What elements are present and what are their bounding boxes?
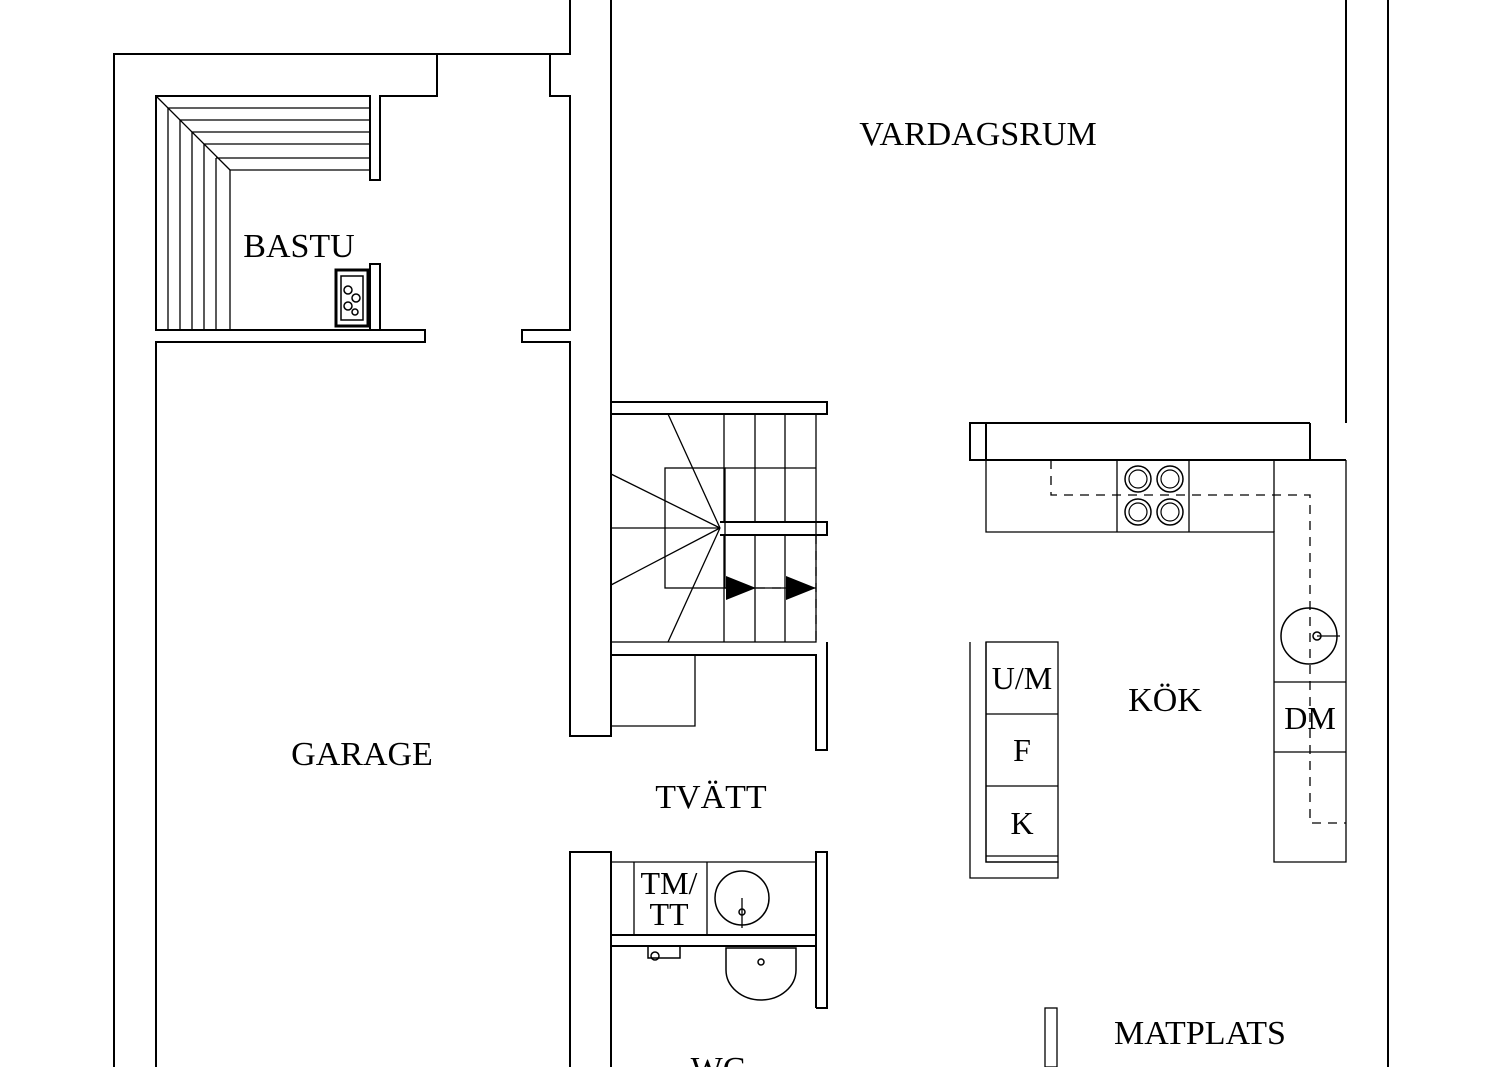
- kitchen-counter: [985, 460, 1347, 863]
- stair-arrow-icon: [786, 576, 816, 600]
- stove-icon: [1124, 465, 1184, 526]
- stair-arrow-icon: [726, 576, 756, 600]
- wc-washbasin-icon: [725, 947, 797, 1001]
- sauna: [155, 0, 612, 737]
- appliance-label-um: U/M: [992, 660, 1052, 696]
- exterior-walls: [113, 0, 1389, 1067]
- kitchen-sink-icon: [1280, 607, 1340, 665]
- staircase: [610, 413, 828, 643]
- room-label-matplats: MATPLATS: [1114, 1015, 1286, 1052]
- room-label-vardagsrum: VARDAGSRUM: [859, 116, 1096, 153]
- toilet-icon: [647, 945, 681, 961]
- wall-stub: [1044, 1007, 1058, 1067]
- appliance-label-tm: TM/: [641, 865, 698, 901]
- appliance-label-f: F: [1013, 732, 1031, 768]
- sauna-benches: [155, 95, 370, 330]
- fridge-freezer-unit: [969, 641, 1059, 879]
- room-label-bastu: BASTU: [243, 228, 354, 265]
- room-label-garage: GARAGE: [291, 736, 433, 773]
- room-label-tvatt: TVÄTT: [655, 779, 767, 816]
- living-room-walls: [611, 0, 1347, 461]
- appliance-label-k: K: [1010, 805, 1033, 841]
- appliance-label-tt: TT: [649, 896, 689, 932]
- laundry-walls: [569, 642, 828, 1067]
- room-label-kok: KÖK: [1128, 682, 1202, 719]
- room-label-wc: WC: [691, 1051, 746, 1067]
- appliance-label-dm: DM: [1284, 700, 1336, 736]
- sauna-heater-icon: [334, 268, 370, 328]
- laundry-sink-icon: [714, 870, 770, 928]
